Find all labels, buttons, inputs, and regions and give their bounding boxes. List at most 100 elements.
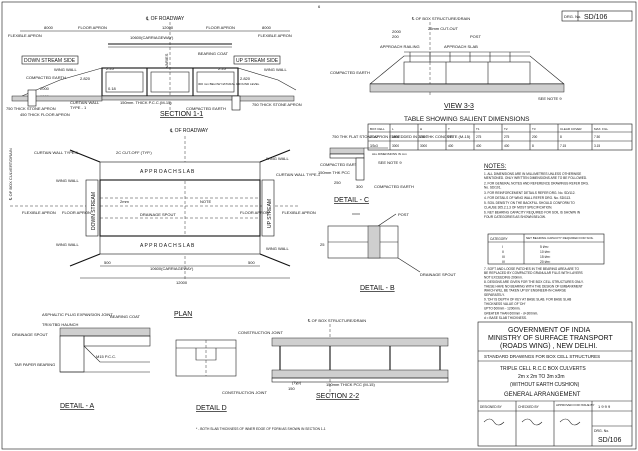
tb-designed-by: DESIGNED BY [480,405,503,409]
detail-d: CONSTRUCTION JOINT CONSTRUCTION JOINT DE… [175,330,283,412]
note-item: 3. FOR REINFORCEMENT DETAILS REFER DRG. … [484,191,576,195]
tb-drg-no-label: DRG. No. [594,429,609,433]
table-header-cell: CLEAR COVER [560,127,582,131]
dc-compacted-earth: COMPACTED EARTH [320,162,360,167]
plan-approach-slab-top-label: A P P R O A C H S L A B [140,169,195,175]
plan-dim-500: 500 [104,260,111,265]
s1-dim-8000: 8000 [44,25,54,30]
plan-carriageway: 10600(CARRIAGEWAY) [150,266,194,271]
table-cell: 275 [504,135,510,139]
v33-dim-200: 200 [392,34,399,39]
note-item: 8. DESIGNS ARE GIVEN FOR THE BOX CELL ST… [484,280,584,297]
s1-wing-wall-left: WING WALL [54,67,78,72]
dc-dim-250: 250 [334,180,341,185]
dd-construction-joint-2: CONSTRUCTION JOINT [222,390,267,395]
table-header-cell: T3 [532,127,536,131]
table-cell: 400 [476,144,482,148]
plan-flexible-apron-left: FLEXIBLE APRON [22,210,56,215]
notes-list-2: 7. SOFT AND LOOSE PATCHES IN THE BEARING… [484,267,584,320]
s1-stone-apron: 750 THICK STONE APRON [6,106,56,111]
s22-typ: (Typ) [292,380,302,385]
s1-curtain-wall-left [27,89,37,107]
s1-flexible-apron-left: FLEXIBLE APRON [8,33,42,38]
table-cell: 8 [560,135,562,139]
s22-pcc: 150mm THICK PCC (M-15) [326,382,375,387]
s1-type-1: TYPE - 1 [70,105,87,110]
signature-designed [483,418,505,426]
detail-c: 750 THK FLAT STONE APRON EMBEDDED IN 300… [318,134,471,204]
s1-dim-8000-right: 8000 [262,25,272,30]
bearing-value: 5 t/m² [540,245,549,249]
detail-a-title: DETAIL - A [60,403,95,410]
s22-centerline: ℄ OF BOX STRUCTURE/DRAIN [307,318,366,323]
page-mark: 6 [318,4,321,9]
s1-stone-apron-right: 750 THICK STONE APRON [252,102,302,107]
title-block: GOVERNMENT OF INDIA MINISTRY OF SURFACE … [477,321,633,447]
bearing-header-val: NET BEARING CAPACITY REQUIRED FOR SOIL [526,236,594,240]
da-tar-paper: TAR PAPER BEARING [14,362,55,367]
bearing-category: II [502,250,504,254]
table-cell: 2/2x2 [370,135,378,139]
tb-drg-no: SD/106 [598,437,621,444]
note-item: 6. NET BEARING CAPACITY REQUIRED FOR SOI… [484,211,581,219]
table-header-cell: BOX CELL [370,127,385,131]
s1-up-stream-side: UP STREAM SIDE [236,58,279,64]
s22-dim-150: 150 [288,386,295,391]
tb-subject-4: GENERAL ARRANGEMENT [504,392,581,398]
plan-up-stream: UP STREAM [267,199,273,228]
detail-b: POST 25 DRAINAGE SPOUT DETAIL - B [320,212,456,292]
plan-dim-12000: 12000 [176,280,188,285]
plan-flexible-apron-right: FLEXIBLE APRON [282,210,316,215]
plan-floor-apron-left: FLOOR APRON [62,210,91,215]
section-1-1: ℄ OF ROADWAY 8000 FLOOR APRON 12000 FLOO… [6,16,302,118]
note-item: 7. SOFT AND LOOSE PATCHES IN THE BEARING… [484,267,583,279]
plan-wing-wall-tl: WING WALL [56,178,80,183]
s1-flexible-apron-right: FLEXIBLE APRON [258,33,292,38]
s1-carriageway: 10600(CARRIAGEWAY) [130,35,174,40]
bearing-value: 15 t/m² [540,255,551,259]
detail-d-title: DETAIL D [196,405,227,412]
table-header-cell: MAX. FILL [594,127,609,131]
dc-dim-150: 150mm THK PCC [318,170,350,175]
s1-wing-wall-right: WING WALL [264,67,288,72]
table-title: TABLE SHOWING SALIENT DIMENSIONS [404,116,530,123]
detail-a: ASPHALTIC PLUG EXPANSION JOINT BEARING C… [12,312,151,410]
table-header-cell: L [392,127,394,131]
view-3-3: ℄ OF BOX STRUCTURE/DRAIN 2000 200 25mm C… [330,16,565,110]
plan-down-stream: DOWN STREAM [91,192,97,230]
note-item: 5. SOIL DENSITY ON THE BACKFILL SHOULD C… [484,201,575,209]
bearing-category: III [502,255,505,259]
table-cell: 7.15 [560,144,566,148]
s1-varies: VARIES [164,53,169,68]
tb-subject-2: 2m x 2m TO 3m x3m [518,374,565,380]
s1-floor-apron-right: FLOOR APRON [206,25,235,30]
table-units: ALL DIMENSIONS IN mm [372,152,407,156]
plan-span: 2mm [120,199,130,204]
da-pcc: M15 P.C.C. [96,354,116,359]
table-header-cell: T1 [476,127,480,131]
v33-post: POST [470,34,481,39]
plan-title: PLAN [174,311,192,318]
plan-approach-slab-bottom-label: A P P R O A C H S L A B [140,243,195,249]
note-item: UPTO 600mm - 1200mm. [484,307,521,311]
s1-down-stream-box [21,55,79,65]
tb-year: 1 9 9 9 [598,404,611,409]
s1-compacted-earth: COMPACTED EARTH [26,75,66,80]
signature-approved [559,418,581,426]
tb-subject-3: (WITHOUT EARTH CUSHION) [510,382,580,388]
section-2-2-title: SECTION 2-2 [316,393,359,400]
dd-construction-joint: CONSTRUCTION JOINT [238,330,283,335]
table-cell: 7.50 [594,135,600,139]
plan-view: ℄ OF ROADWAY ℄ OF BOX CULVERT/DRAIN 2C C… [8,128,321,318]
dc-stone-apron: 750 THK FLAT STONE APRON EMBEDDED IN 300… [332,134,471,139]
table-cell: 200 [532,135,538,139]
v33-dim-2000: 2000 [392,29,402,34]
bearing-value: 20 t/m² [540,260,551,264]
bearing-header-cat: CATEGORY [490,237,508,241]
note-item: GREATER THAN 600mm - d+300mm. [484,311,538,315]
note-item: 2. FOR GENERAL NOTES AND REFERENCE DRAWI… [484,181,589,189]
s1-dim-2820: 2.820 [80,76,91,81]
